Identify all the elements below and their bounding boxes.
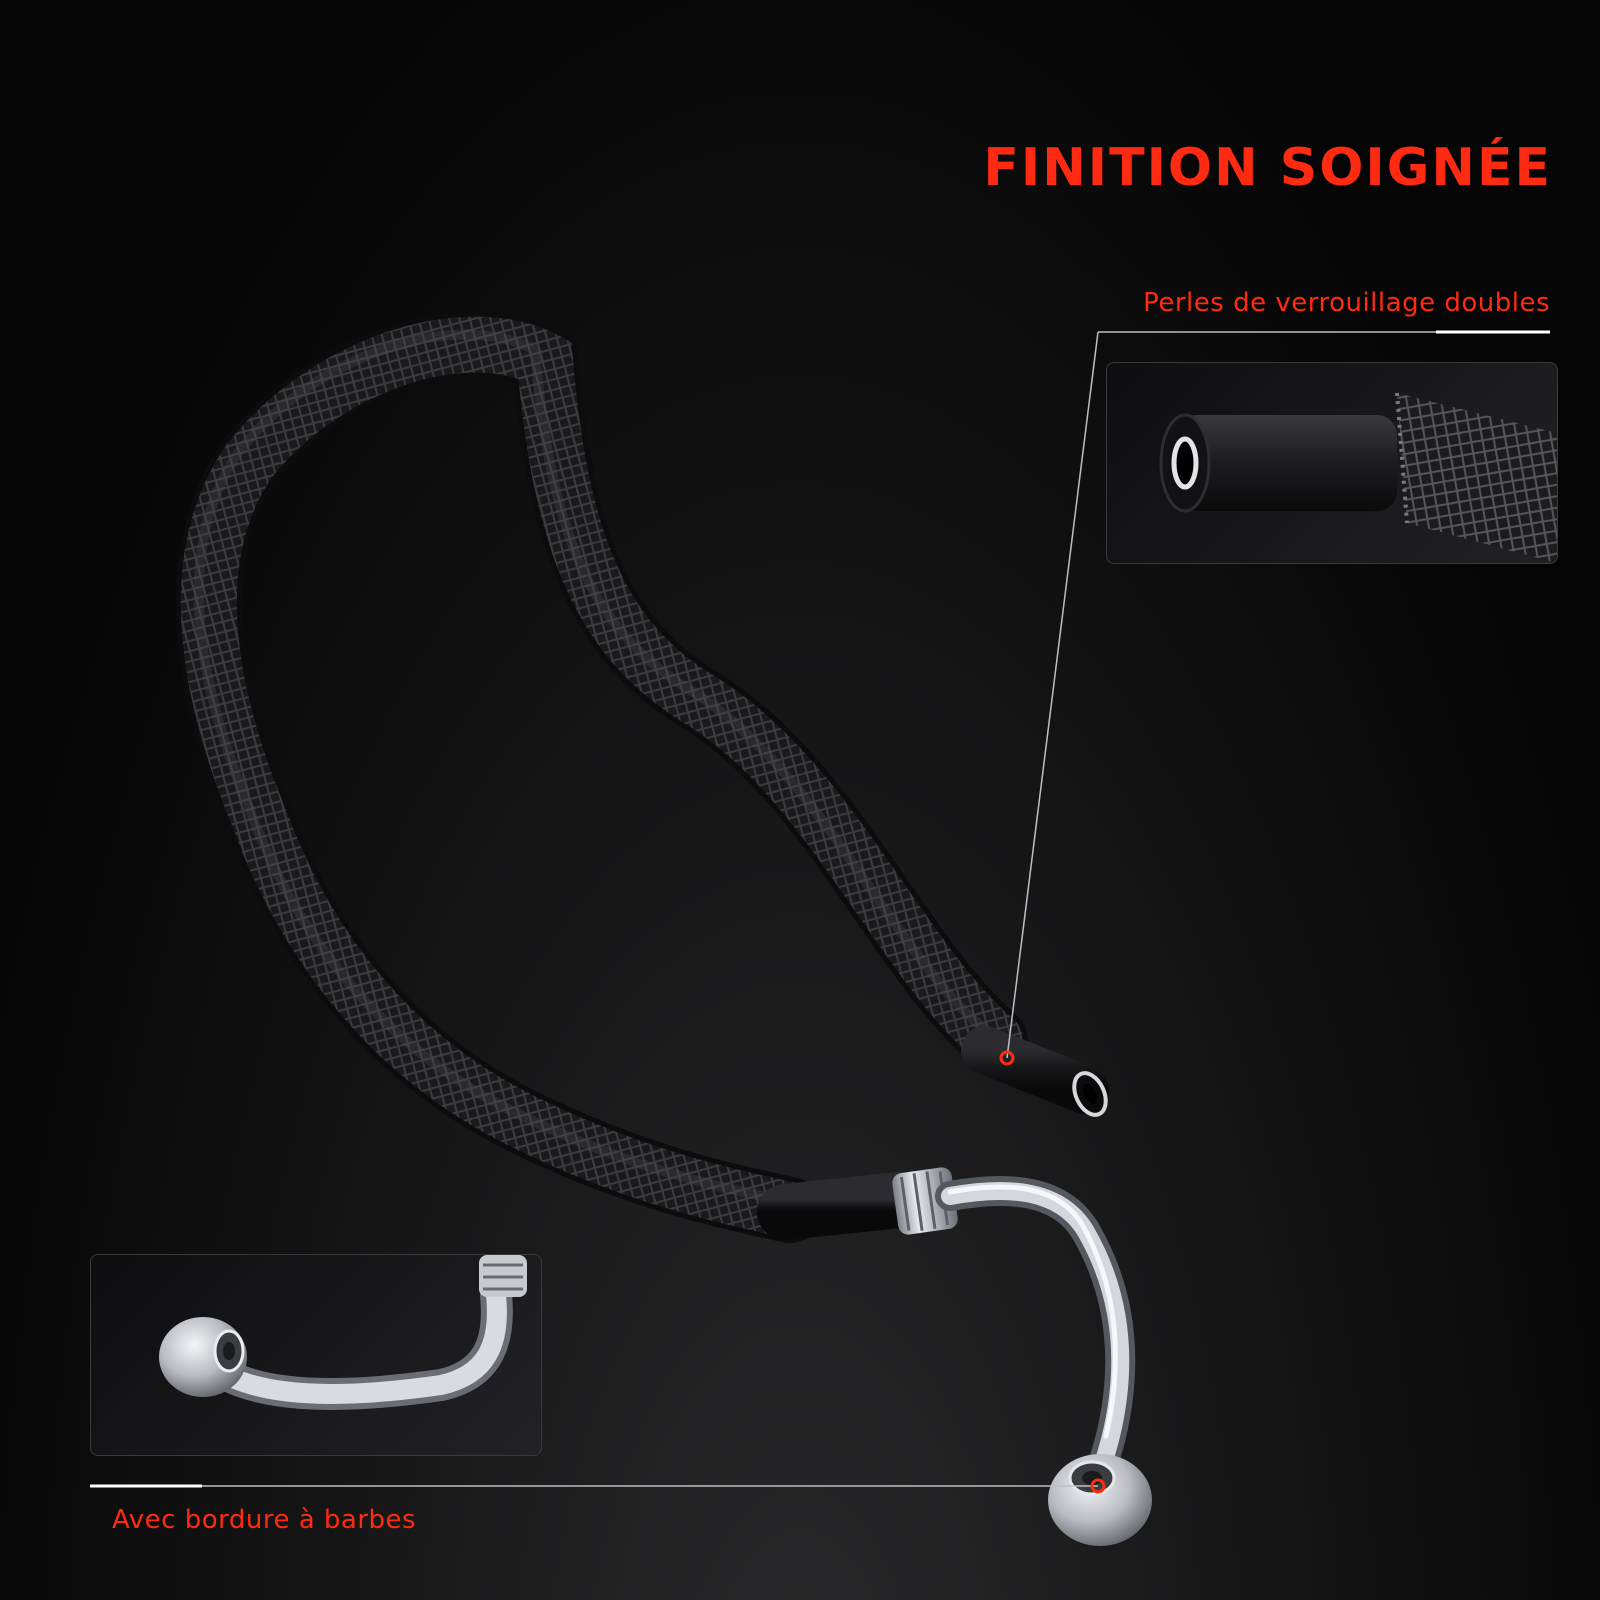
ring-marker-icon bbox=[1090, 1478, 1106, 1494]
closeup-hose-illustration bbox=[1159, 392, 1557, 563]
closeup-banjo-illustration bbox=[159, 1255, 527, 1410]
page-title: FINITION SOIGNÉE bbox=[983, 138, 1552, 198]
inset-closeup-banjo bbox=[90, 1254, 542, 1456]
callout-label-top: Perles de verrouillage doubles bbox=[1143, 288, 1550, 318]
callout-label-bottom: Avec bordure à barbes bbox=[112, 1505, 417, 1535]
inset-closeup-hose-end bbox=[1106, 362, 1558, 564]
callout-top-leader bbox=[1006, 331, 1099, 1059]
ring-marker-icon bbox=[999, 1050, 1015, 1066]
